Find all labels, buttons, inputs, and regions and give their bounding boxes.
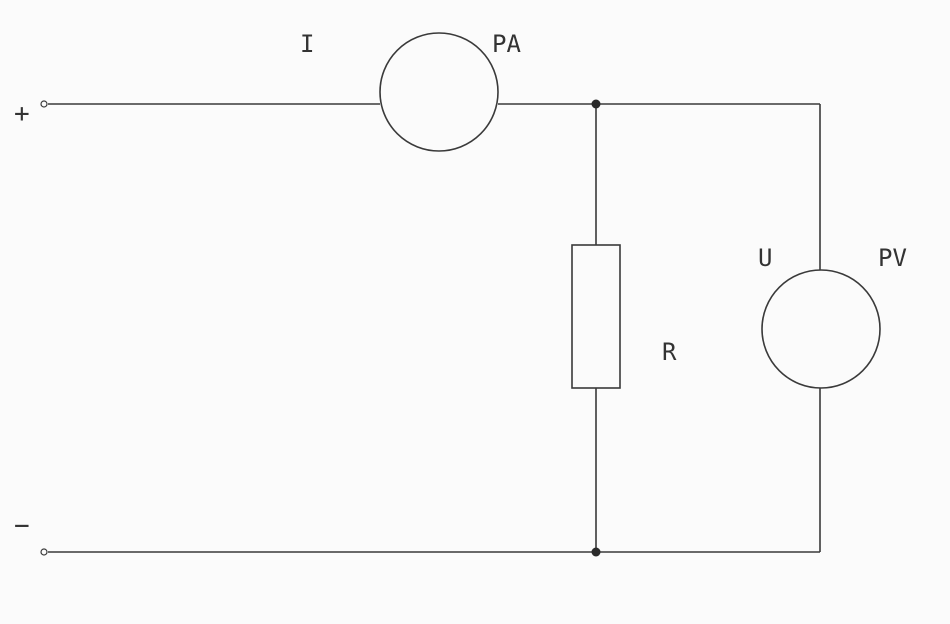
junction-top bbox=[591, 99, 601, 109]
junction-bottom bbox=[591, 547, 601, 557]
voltmeter-label: PV bbox=[878, 244, 907, 272]
terminal-minus bbox=[40, 548, 48, 556]
plus-label: + bbox=[14, 99, 30, 129]
voltmeter-circle bbox=[761, 269, 881, 389]
ammeter-label: PA bbox=[492, 30, 521, 58]
minus-label: − bbox=[14, 511, 30, 541]
current-label: I bbox=[300, 30, 314, 58]
terminal-plus bbox=[40, 100, 48, 108]
resistor-body bbox=[571, 244, 621, 389]
voltage-label: U bbox=[758, 244, 772, 272]
resistor-label: R bbox=[662, 338, 677, 366]
ammeter-circle bbox=[379, 32, 499, 152]
